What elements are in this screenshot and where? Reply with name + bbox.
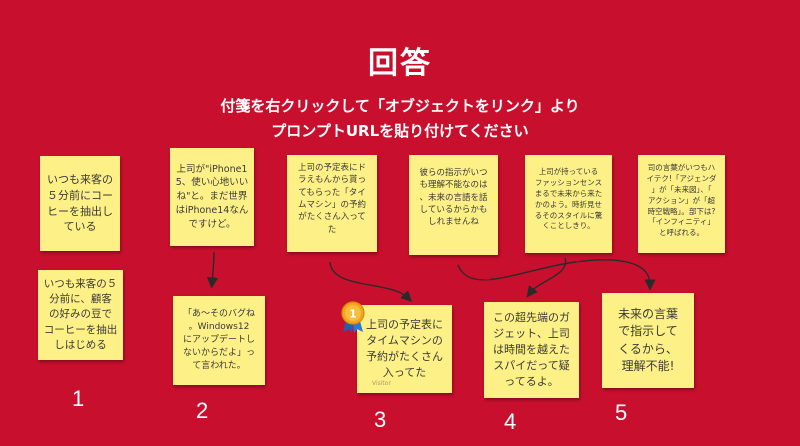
page-title: 回答 (368, 46, 432, 81)
sticky-note-top-3[interactable]: 上司の予定表にド ラえもんから貰っ てもらった「タイ ムマシン」の予約 がたくさ… (287, 155, 377, 252)
sticky-note-text: 「あ～そのバグね 。Windows12 にアップデートし ないからだよ」っ て言… (182, 308, 255, 372)
sticky-note-top-4[interactable]: 彼らの指示がいつ も理解不能なのは 、未来の言語を話 しているからかも しれませ… (409, 155, 498, 255)
sticky-note-text: いつも来客の５ 分前に、顧客 の好みの豆で コーヒーを抽出 しはじめる (43, 277, 118, 351)
note-author-label: Visitor (372, 380, 391, 387)
sticky-note-text: 上司が持っている ファッションセンス まるで未来から来た かのよう。時折見せ る… (534, 167, 603, 231)
sticky-note-answer-5[interactable]: 未来の言葉 で指示して くるから、 理解不能! (602, 293, 694, 388)
sticky-note-top-6[interactable]: 司の言葉がいつもハ イテク!「アジェンダ 」が「未来図」、「 アクション」が「超… (638, 155, 725, 253)
sticky-note-answer-3[interactable]: 上司の予定表に タイムマシンの 予約がたくさん 入ってた (357, 305, 452, 393)
medal-number: 1 (349, 308, 357, 321)
sticky-note-text: 司の言葉がいつもハ イテク!「アジェンダ 」が「未来図」、「 アクション」が「超… (646, 163, 717, 238)
answer-number-5: 5 (615, 400, 628, 425)
answer-number-1: 1 (72, 386, 85, 411)
arrow-to-answer-2 (206, 251, 219, 289)
medal-icon: 1 (341, 301, 365, 333)
arrow-to-answer-4 (526, 257, 567, 298)
answer-number-3: 3 (374, 407, 387, 432)
sticky-note-text: 上司が"iPhone1 5、使い心地いい ね"と。まだ世界 はiPhone14な… (175, 163, 249, 230)
instruction-line-2: プロンプトURLを貼り付けてください (271, 122, 529, 140)
sticky-note-text: この超先端のガ ジェット、上司 は時間を越えた スパイだって疑 ってるよ。 (493, 311, 570, 388)
arrow-to-answer-3 (329, 261, 412, 302)
answer-number-4: 4 (504, 409, 517, 434)
sticky-note-answer-4[interactable]: この超先端のガ ジェット、上司 は時間を越えた スパイだって疑 ってるよ。 (484, 302, 579, 398)
sticky-note-answer-2[interactable]: 「あ～そのバグね 。Windows12 にアップデートし ないからだよ」っ て言… (173, 296, 265, 385)
sticky-note-text: いつも来客の ５分前にコー ヒーを抽出し ている (47, 172, 113, 234)
arrow-to-answer-5 (457, 259, 656, 291)
sticky-note-top-5[interactable]: 上司が持っている ファッションセンス まるで未来から来た かのよう。時折見せ る… (525, 155, 612, 253)
sticky-note-text: 上司の予定表にド ラえもんから貰っ てもらった「タイ ムマシン」の予約 がたくさ… (297, 163, 366, 235)
sticky-note-text: 未来の言葉 で指示して くるから、 理解不能! (617, 306, 678, 373)
answer-number-2: 2 (196, 398, 209, 423)
sticky-note-text: 上司の予定表に タイムマシンの 予約がたくさん 入ってた (366, 318, 443, 379)
sticky-note-answer-1[interactable]: いつも来客の５ 分前に、顧客 の好みの豆で コーヒーを抽出 しはじめる (38, 270, 123, 360)
instruction-line-1: 付箋を右クリックして「オブジェクトをリンク」より (220, 97, 580, 115)
sticky-note-text: 彼らの指示がいつ も理解不能なのは 、未来の言語を話 しているからかも しれませ… (419, 168, 488, 228)
sticky-note-top-2[interactable]: 上司が"iPhone1 5、使い心地いい ね"と。まだ世界 はiPhone14な… (170, 148, 254, 246)
sticky-note-top-1[interactable]: いつも来客の ５分前にコー ヒーを抽出し ている (40, 156, 120, 251)
